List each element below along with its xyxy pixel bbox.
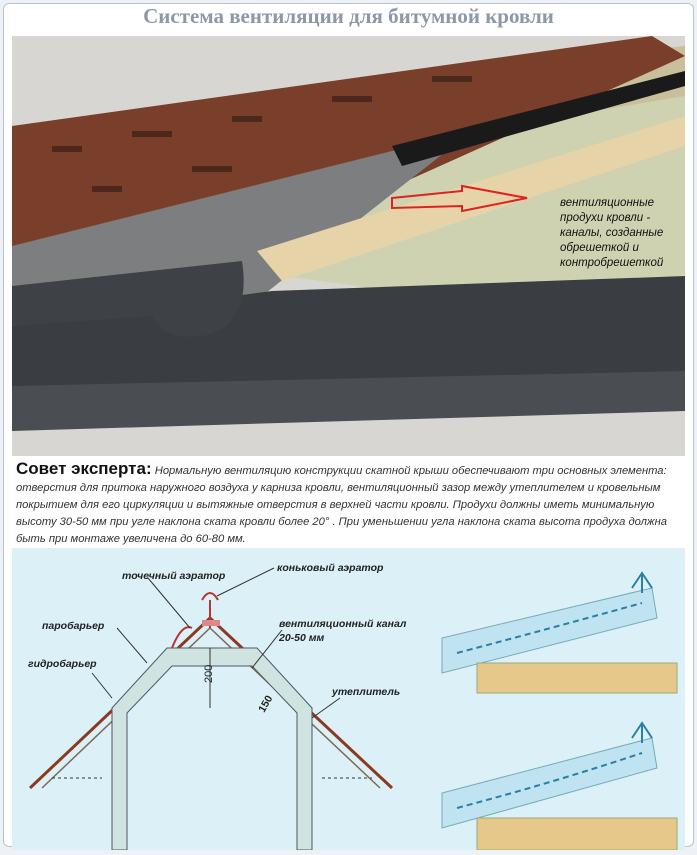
roof-cross-section: 200 (28, 567, 678, 851)
svg-text:200: 200 (203, 665, 215, 683)
label-insulation: утеплитель (332, 686, 401, 698)
label-vent-channel: вентиляционный канал (279, 618, 407, 630)
roof-ventilation-diagram: 200 точечный аэратор коньковый аэратор п… (12, 548, 685, 851)
label-point-aerator: точечный аэратор (122, 570, 226, 582)
label-water-barrier: гидробарьер (28, 658, 97, 670)
tip-heading: Совет эксперта: (16, 459, 152, 478)
label-ridge-aerator: коньковый аэратор (277, 562, 384, 574)
expert-tip: Совет эксперта: Нормальную вентиляцию ко… (16, 460, 686, 548)
label-vent-channel-size: 20-50 мм (279, 632, 325, 644)
roof-photo: вентиляционные продухи кровли - каналы, … (12, 36, 685, 456)
ventilation-callout: вентиляционные продухи кровли - каналы, … (560, 197, 664, 269)
tip-text: Нормальную вентиляцию конструкции скатно… (16, 465, 668, 545)
page-title: Система вентиляции для битумной кровли (143, 4, 554, 28)
label-vapor-barrier: паробарьер (42, 620, 105, 632)
